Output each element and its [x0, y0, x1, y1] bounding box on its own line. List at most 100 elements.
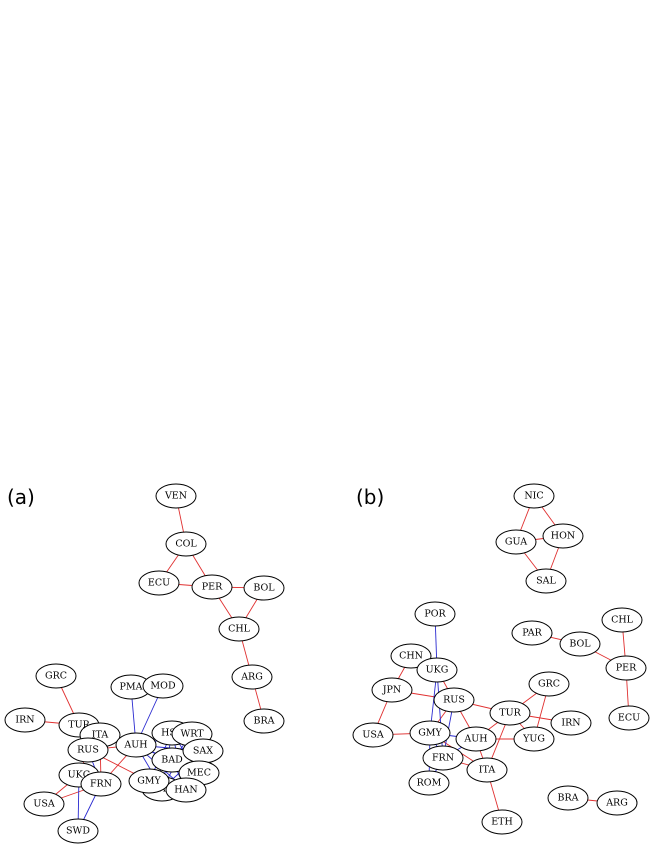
node-irn: IRN — [4, 707, 46, 733]
node-rom: ROM — [408, 770, 450, 796]
node-ita: ITA — [466, 757, 508, 783]
node-ellipse — [466, 757, 508, 783]
node-label: SAX — [193, 746, 213, 757]
node-ellipse — [455, 726, 497, 752]
node-label: POR — [424, 609, 446, 620]
node-label: IRN — [561, 718, 580, 729]
node-label: UKG — [426, 665, 449, 676]
node-label: NIC — [524, 491, 543, 502]
node-sal: SAL — [525, 568, 567, 594]
node-ellipse — [550, 710, 592, 736]
node-gmy: GMY — [128, 768, 170, 794]
node-ellipse — [67, 737, 109, 763]
node-jpn: JPN — [371, 677, 413, 703]
node-ellipse — [481, 809, 523, 835]
node-label: RUS — [443, 695, 465, 706]
node-ellipse — [416, 657, 458, 683]
node-ellipse — [513, 726, 555, 752]
node-ellipse — [542, 523, 584, 549]
node-label: PMA — [120, 682, 143, 693]
node-ellipse — [243, 575, 285, 601]
node-col: COL — [165, 531, 207, 557]
node-ellipse — [218, 616, 260, 642]
node-ellipse — [115, 732, 157, 758]
node-ellipse — [165, 777, 207, 803]
node-arg: ARG — [231, 664, 273, 690]
node-label: USA — [362, 730, 384, 741]
node-ellipse — [191, 574, 233, 600]
node-label: CHL — [228, 624, 251, 635]
node-usa: USA — [23, 791, 65, 817]
node-label: ARG — [605, 798, 628, 809]
blue-edge-ukg-frn — [436, 669, 444, 759]
node-eth: ETH — [481, 809, 523, 835]
node-label: CHL — [611, 615, 634, 626]
node-grc: GRC — [35, 663, 77, 689]
node-ellipse — [155, 483, 197, 509]
node-label: ECU — [148, 578, 170, 589]
node-label: ROM — [417, 778, 442, 789]
node-sax: SAX — [182, 738, 224, 764]
node-auh: AUH — [115, 732, 157, 758]
node-yug: YUG — [513, 726, 555, 752]
node-label: UKG — [68, 770, 91, 781]
node-bra: BRA — [547, 785, 589, 811]
node-ellipse — [409, 720, 451, 746]
node-label: HAN — [174, 785, 197, 796]
node-ellipse — [165, 531, 207, 557]
node-label: USA — [33, 799, 55, 810]
node-por: POR — [414, 601, 456, 627]
node-label: BRA — [254, 716, 275, 727]
node-bol: BOL — [559, 631, 601, 657]
node-ellipse — [489, 700, 531, 726]
node-bol: BOL — [243, 575, 285, 601]
node-label: GMY — [137, 776, 161, 787]
node-chl: CHL — [218, 616, 260, 642]
node-irn: IRN — [550, 710, 592, 736]
node-ellipse — [57, 818, 99, 844]
node-ukg: UKG — [416, 657, 458, 683]
node-chn: CHN — [390, 643, 432, 669]
node-frn: FRN — [80, 771, 122, 797]
node-hon: HON — [542, 523, 584, 549]
node-ellipse — [433, 687, 475, 713]
node-ellipse — [35, 663, 77, 689]
node-label: BOL — [253, 583, 275, 594]
node-ellipse — [414, 601, 456, 627]
node-ellipse — [605, 655, 647, 681]
node-ellipse — [231, 664, 273, 690]
node-ecu: ECU — [608, 705, 650, 731]
node-label: TUR — [68, 720, 90, 731]
node-ellipse — [4, 707, 46, 733]
node-label: WRT — [180, 729, 204, 740]
node-ellipse — [547, 785, 589, 811]
node-chl: CHL — [601, 607, 643, 633]
node-label: TUR — [499, 708, 521, 719]
node-ellipse — [408, 770, 450, 796]
node-ellipse — [513, 483, 555, 509]
node-label: ARG — [240, 672, 263, 683]
node-label: HON — [551, 531, 575, 542]
node-ellipse — [80, 771, 122, 797]
node-ellipse — [559, 631, 601, 657]
node-tur: TUR — [489, 700, 531, 726]
node-label: GRC — [538, 679, 560, 690]
node-label: FRN — [432, 753, 454, 764]
node-rus: RUS — [67, 737, 109, 763]
panel-a-label: (a) — [7, 485, 35, 509]
node-label: SAL — [536, 576, 556, 587]
node-arg: ARG — [596, 790, 638, 816]
node-label: VEN — [164, 491, 187, 502]
node-ellipse — [495, 529, 537, 555]
node-grc: GRC — [528, 671, 570, 697]
node-label: RUS — [77, 745, 99, 756]
node-label: ETH — [491, 817, 513, 828]
node-par: PAR — [511, 620, 553, 646]
node-ellipse — [596, 790, 638, 816]
node-nic: NIC — [513, 483, 555, 509]
node-ellipse — [371, 677, 413, 703]
node-usa: USA — [352, 722, 394, 748]
node-label: AUH — [123, 740, 147, 751]
node-ellipse — [128, 768, 170, 794]
